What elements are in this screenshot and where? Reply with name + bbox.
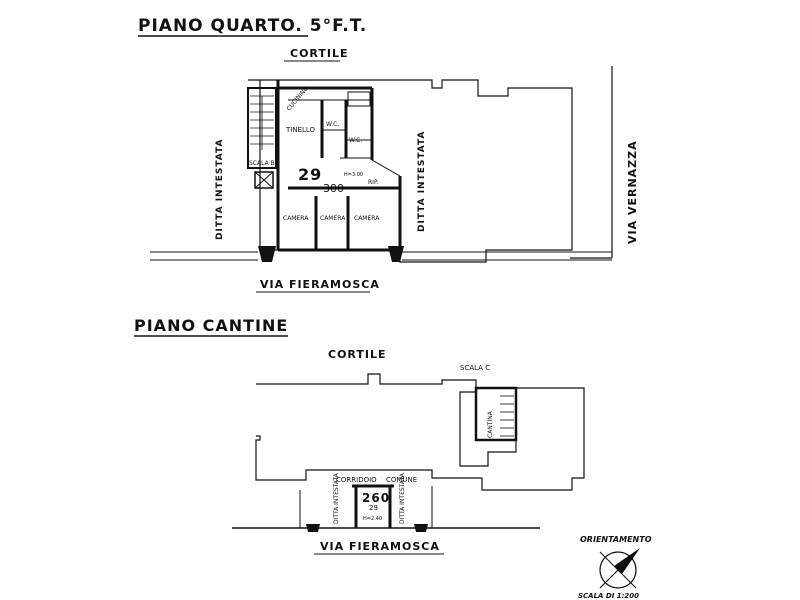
upper-left-neighbor: DITTA INTESTATA — [215, 139, 225, 240]
cellar-floor-title: PIANO CANTINE — [134, 316, 288, 335]
lift-box — [254, 171, 274, 189]
wc2-label: W.C. — [349, 137, 362, 144]
corridor-label-2: COMUNE — [386, 476, 417, 484]
cellar-unit-height: H=2.40 — [363, 516, 382, 522]
cellar-courtyard-label: CORTILE — [328, 348, 387, 361]
stair-c-inner-label: CANTINA — [487, 410, 494, 438]
apartment-walls — [276, 80, 402, 252]
upper-unit-height: H=3.00 — [344, 172, 363, 178]
scale-label: SCALA DI 1:200 — [578, 592, 639, 600]
stair-b-well — [247, 87, 277, 169]
cellar-unit-number: 29 — [369, 504, 378, 512]
upper-building-outline — [248, 79, 573, 263]
upper-floor-plan: PIANO QUARTO. 5°F.T. CORTILE SCALA B — [138, 16, 639, 293]
cellar-right-neighbor: DITTA INTESTATA — [399, 472, 406, 524]
upper-floor-title: PIANO QUARTO. 5°F.T. — [138, 16, 367, 36]
stair-b-label: SCALA B — [249, 160, 275, 167]
stair-c-steps — [500, 395, 514, 437]
upper-unit-number: 29 — [298, 165, 322, 184]
cellar-unit-walls — [352, 484, 394, 528]
upper-right-neighbor: DITTA INTESTATA — [417, 131, 427, 232]
upper-street-label: VIA FIERAMOSCA — [260, 278, 380, 291]
upper-pillar-right — [388, 246, 404, 262]
upper-courtyard-label: CORTILE — [290, 47, 349, 60]
cellar-building-outline — [255, 373, 585, 491]
compass-rose-icon — [599, 548, 640, 589]
orientation-block: ORIENTAMENTO SCALA DI 1:200 — [578, 535, 652, 600]
bedroom-1-label: CAMERA — [283, 215, 309, 222]
upper-unit-code: 300 — [323, 182, 344, 195]
stair-b-steps — [250, 95, 274, 150]
orientation-label: ORIENTAMENTO — [580, 535, 652, 544]
stair-c-well — [474, 386, 518, 442]
rip-label: RIP. — [368, 179, 379, 186]
bedroom-2-label: CAMERA — [320, 215, 346, 222]
upper-pillar-left — [258, 246, 276, 262]
cellar-unit-code: 260 — [362, 491, 390, 505]
scala-c-label: SCALA C — [460, 364, 490, 372]
via-vernazza-label: VIA VERNAZZA — [626, 140, 639, 244]
corridor-label-1: CORRIDOIO — [336, 476, 377, 484]
tinello-label: TINELLO — [285, 126, 316, 134]
cellar-street-label: VIA FIERAMOSCA — [320, 540, 440, 553]
wc1-label: W.C. — [326, 121, 339, 128]
cellar-left-neighbor: DITTA INTESTATA — [333, 472, 340, 524]
bedroom-3-label: CAMERA — [354, 215, 380, 222]
cellar-floor-plan: PIANO CANTINE CORTILE SCALA C CANTINA CO… — [134, 316, 585, 555]
